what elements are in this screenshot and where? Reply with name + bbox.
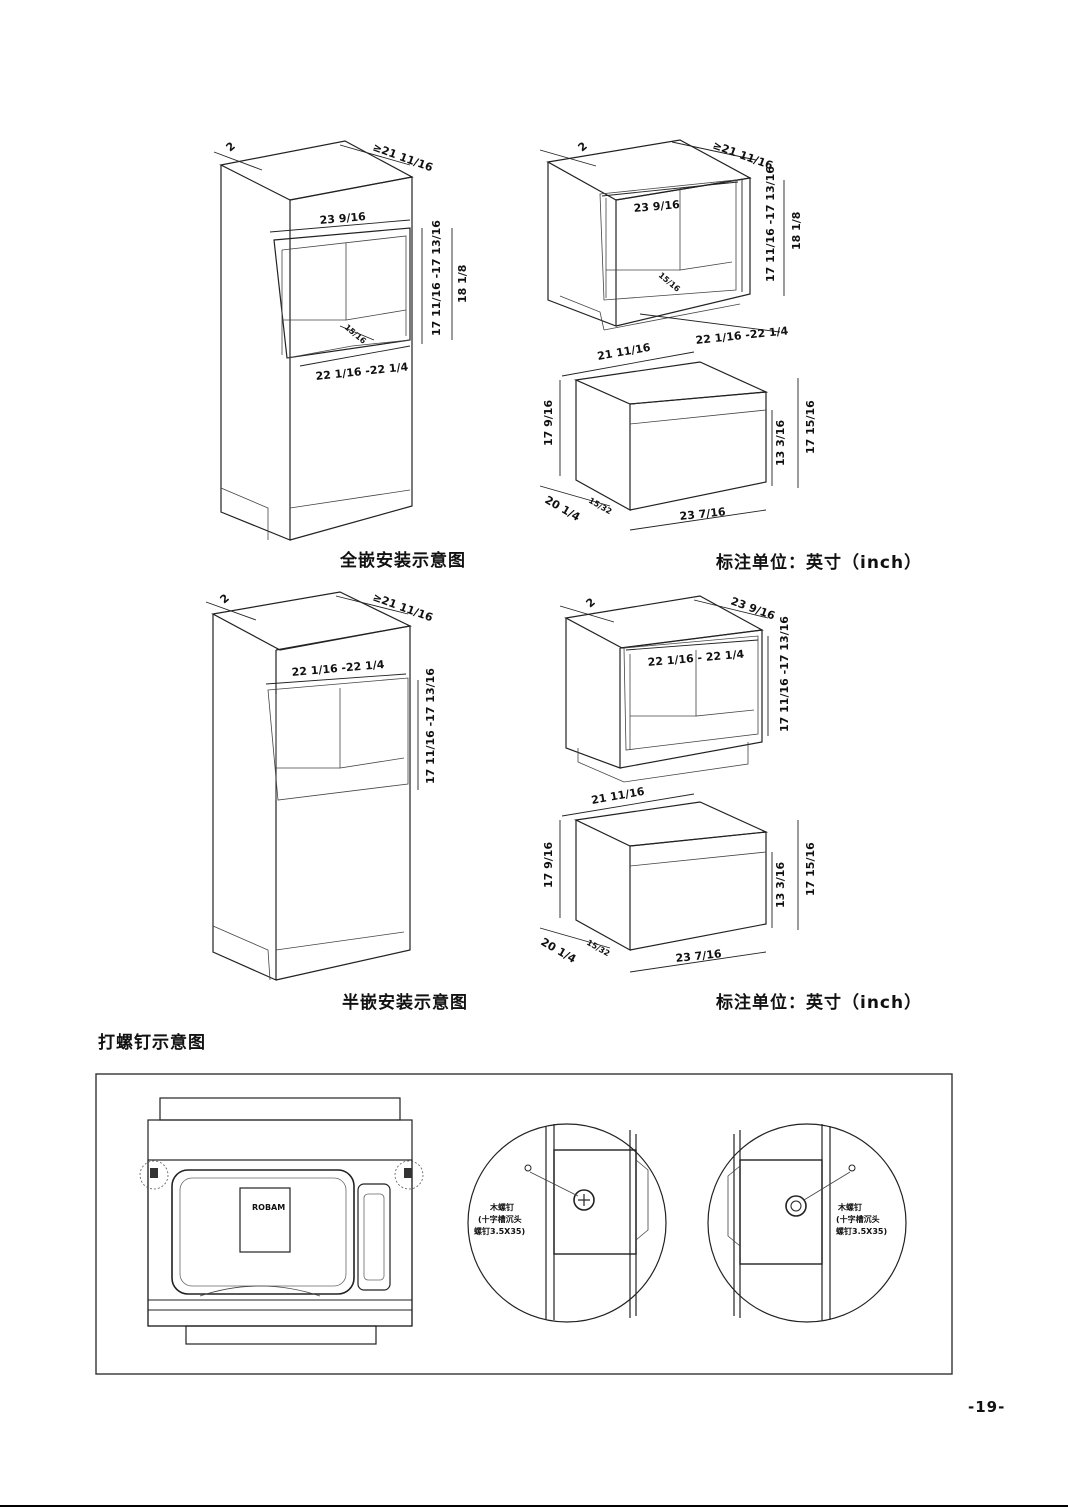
dim-bottom-width: 22 1/16 -22 1/4 <box>315 360 409 383</box>
screw-diagram-panel: ROBAM 木螺钉 (十字槽沉头 螺钉3.5X35) <box>95 1073 953 1375</box>
screw-label-right-3: 螺钉3.5X35) <box>836 1226 887 1236</box>
half-install-tall-cabinet: 2 ≥21 11/16 22 1/16 -22 1/4 17 11/16 -17… <box>205 591 437 981</box>
screw-label-right-2: (十字槽沉头 <box>836 1214 880 1224</box>
dim-top-depth-3: 2 <box>218 591 232 606</box>
screw-label-right-1: 木螺钉 <box>837 1202 862 1212</box>
dim-top-depth: 2 <box>224 139 238 154</box>
caption-full-install: 全嵌安装示意图 <box>340 551 466 571</box>
dim-top-depth-4: 2 <box>584 595 598 610</box>
caption-half-install: 半嵌安装示意图 <box>342 993 468 1013</box>
half-install-small-cabinet: 2 23 9/16 22 1/16 - 22 1/4 17 11/16 -17 … <box>559 595 791 783</box>
oven2-offset: 15/32 <box>585 938 611 958</box>
screw-label-left-3: 螺钉3.5X35) <box>474 1226 525 1236</box>
oven1-bottom-depth: 20 1/4 <box>543 493 583 524</box>
oven-1: 21 11/16 17 9/16 13 3/16 17 15/16 20 1/4… <box>539 341 817 531</box>
page-number: -19- <box>968 1398 1006 1416</box>
screw-label-left-1: 木螺钉 <box>489 1202 514 1212</box>
dim-opening-height: 17 11/16 -17 13/16 <box>430 220 443 336</box>
oven1-depth: 21 11/16 <box>596 341 652 363</box>
full-install-small-cabinet: 2 ≥21 11/16 23 9/16 17 11/16 -17 13/16 1… <box>539 139 803 347</box>
dim-top-width-4: 23 9/16 <box>729 595 777 623</box>
oven2-total-height: 17 15/16 <box>804 842 817 896</box>
dim-opening-height-2: 17 11/16 -17 13/16 <box>764 166 777 282</box>
dim-opening-width-2: 23 9/16 <box>633 198 680 215</box>
oven-2: 21 11/16 17 9/16 13 3/16 17 15/16 20 1/4… <box>539 785 817 973</box>
dim-outer-height-2: 18 1/8 <box>790 212 803 250</box>
caption-unit-note-2: 标注单位：英寸（inch） <box>716 993 923 1013</box>
oven-front-view: ROBAM <box>139 1097 424 1345</box>
dim-outer-height: 18 1/8 <box>456 265 469 303</box>
oven-brand-badge: ROBAM <box>252 1203 285 1212</box>
dim-bottom-gap-2: 15/16 <box>657 271 682 294</box>
dim-bottom-width-2: 22 1/16 -22 1/4 <box>695 324 789 347</box>
caption-unit-note-1: 标注单位：英寸（inch） <box>716 553 923 573</box>
oven2-width: 23 7/16 <box>675 947 723 965</box>
dim-opening-width-3: 22 1/16 -22 1/4 <box>291 658 385 679</box>
oven1-width: 23 7/16 <box>679 505 727 523</box>
oven1-left-height: 17 9/16 <box>542 400 555 446</box>
oven2-left-height: 17 9/16 <box>542 842 555 888</box>
full-install-tall-cabinet: 2 ≥21 11/16 23 9/16 17 11/16 -17 13/16 1… <box>213 139 469 541</box>
oven1-total-height: 17 15/16 <box>804 400 817 454</box>
dim-opening-width: 23 9/16 <box>319 210 366 227</box>
zoom-detail-right: 木螺钉 (十字槽沉头 螺钉3.5X35) <box>707 1123 907 1323</box>
oven1-door-height: 13 3/16 <box>774 420 787 466</box>
dim-top-depth-2: 2 <box>576 139 590 154</box>
caption-screw-section: 打螺钉示意图 <box>98 1033 206 1053</box>
dim-top-width: ≥21 11/16 <box>371 141 435 175</box>
dim-opening-height-4: 17 11/16 -17 13/16 <box>778 616 791 732</box>
oven2-bottom-depth: 20 1/4 <box>539 935 579 966</box>
dim-bottom-gap: 15/16 <box>343 323 368 346</box>
dim-opening-height-3: 17 11/16 -17 13/16 <box>424 668 437 784</box>
screw-label-left-2: (十字槽沉头 <box>478 1214 522 1224</box>
page-bottom-rule <box>0 1505 1068 1507</box>
oven2-door-height: 13 3/16 <box>774 862 787 908</box>
zoom-detail-left: 木螺钉 (十字槽沉头 螺钉3.5X35) <box>467 1123 667 1323</box>
